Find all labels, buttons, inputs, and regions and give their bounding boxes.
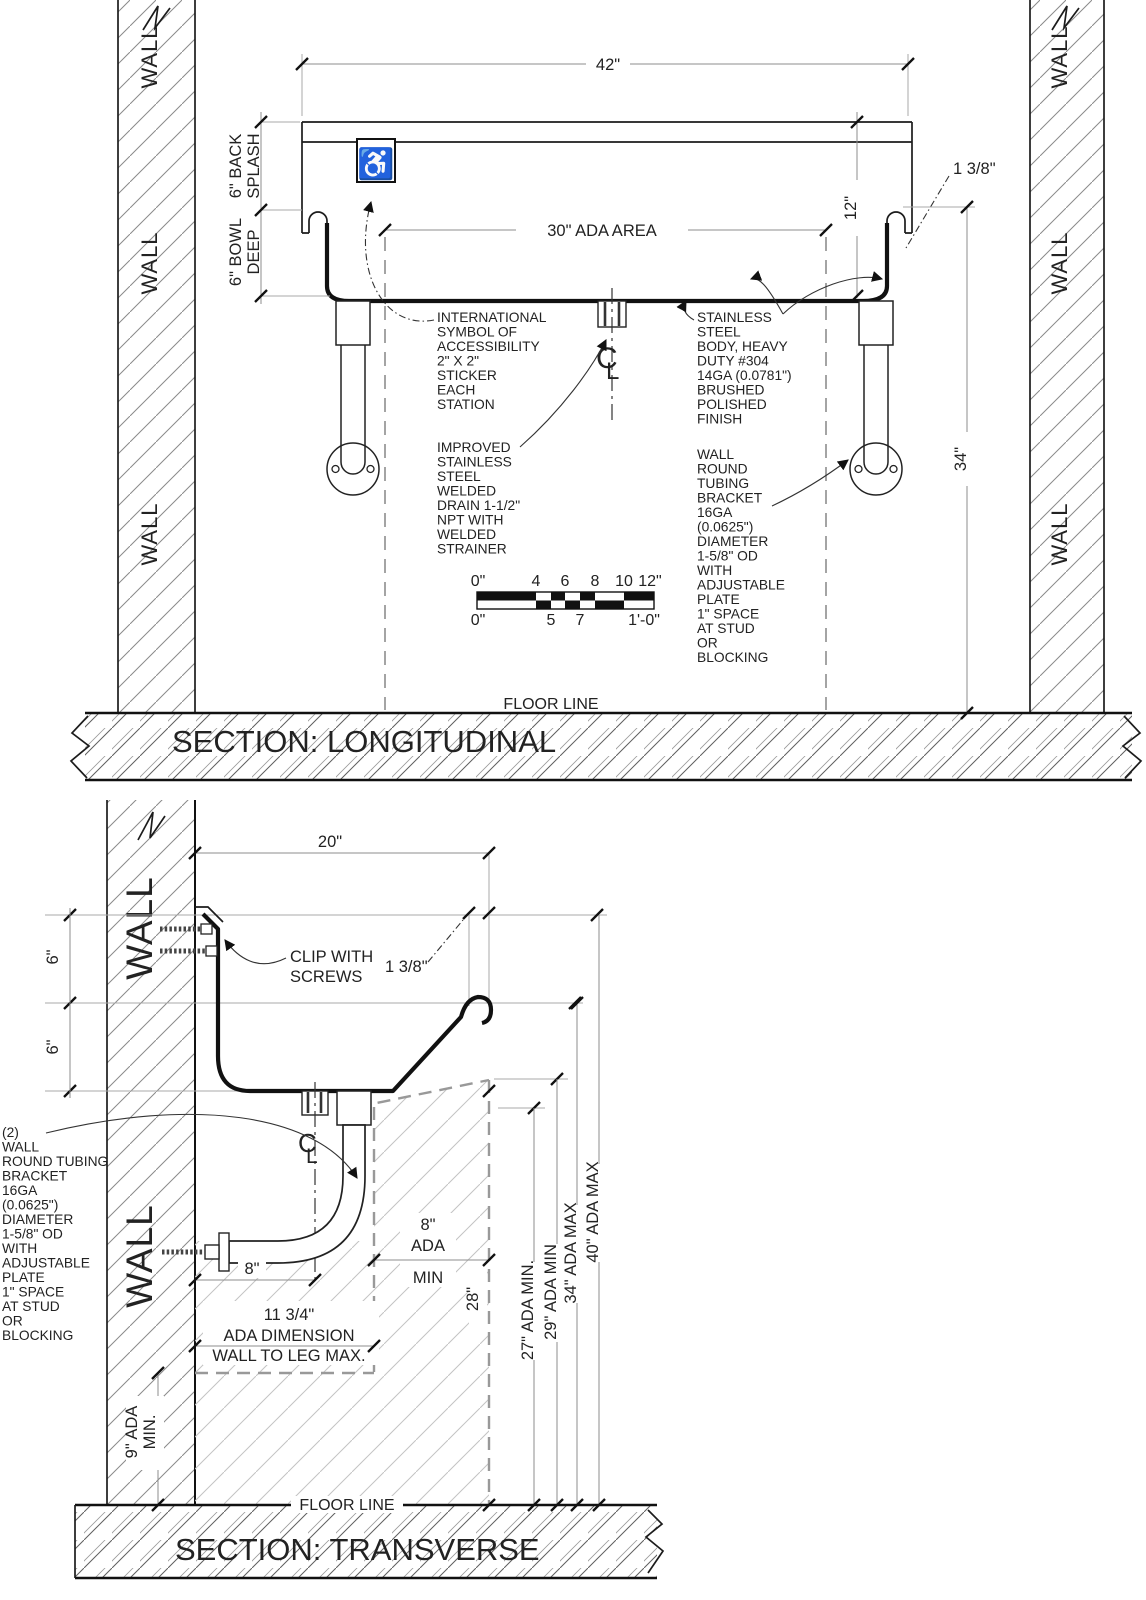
section-title-longitudinal: SECTION: LONGITUDINAL <box>172 724 556 759</box>
clip-screws <box>160 923 218 957</box>
floor-line-label: FLOOR LINE <box>503 696 598 713</box>
longitudinal-section: WALL WALL WALL WALL WALL WALL FLOOR LINE… <box>69 0 1143 782</box>
trans-floor: FLOOR LINE SECTION: TRANSVERSE <box>74 1496 665 1580</box>
wall-break-icon <box>137 811 166 841</box>
dim-42: 42" <box>596 56 620 74</box>
section-title-transverse: SECTION: TRANSVERSE <box>175 1532 540 1567</box>
wall-break-icon <box>1051 5 1080 32</box>
svg-text:L: L <box>306 1145 318 1168</box>
centerline-symbol: C L <box>298 1128 318 1168</box>
dim-bowl-deep: 6" BOWL <box>227 218 245 286</box>
dim-40-ada-max: 40" ADA MAX <box>584 1161 602 1262</box>
long-wall-left: WALL WALL WALL <box>117 0 196 713</box>
dim-1-3-8: 1 3/8" <box>953 160 996 178</box>
scale-tick: 12" <box>638 573 661 590</box>
long-legs <box>326 300 903 496</box>
dim-splash-6: 6" <box>44 949 62 964</box>
note-clip: CLIP WITH <box>290 948 373 966</box>
dim-back-splash: 6" BACK <box>227 134 245 199</box>
floor-break-icon <box>69 715 91 779</box>
ada-area-extents <box>384 237 827 710</box>
dim-bowl-6: 6" <box>44 1039 62 1054</box>
scale-tick: 6 <box>561 573 570 590</box>
scale-tick: 5 <box>547 612 556 629</box>
scale-tick: 0" <box>471 573 486 590</box>
dim-28: 28" <box>464 1287 482 1311</box>
wall-label: WALL <box>1047 502 1072 565</box>
wheelchair-icon: ♿ <box>357 146 394 181</box>
adjustable-plate <box>218 1232 230 1272</box>
dim-11-3-4: 11 3/4" <box>264 1306 315 1324</box>
ada-clear-zone <box>195 1078 491 1505</box>
dim-1-3-8-t: 1 3/8" <box>385 958 428 976</box>
dim-9-ada-min: MIN. <box>141 1415 159 1450</box>
dim-8-ada-min: 8" <box>420 1216 435 1234</box>
transverse-section: WALL WALL <box>2 800 665 1580</box>
wall-label: WALL <box>1047 231 1072 294</box>
dim-27-ada-min: 27" ADA MIN. <box>519 1260 537 1360</box>
wall-label: WALL <box>137 25 162 88</box>
scale-bar: 0" 4 6 8 10 12" 0" 5 7 1'-0" <box>471 573 662 629</box>
trans-reference-lines <box>45 853 607 1109</box>
centerline-symbol: C L <box>596 342 619 385</box>
dim-34: 34" <box>952 447 970 471</box>
dim-20: 20" <box>318 833 342 851</box>
bolt-head <box>204 1244 220 1260</box>
long-sink: C L ♿ <box>301 121 913 420</box>
floor-line-label: FLOOR LINE <box>299 1497 394 1514</box>
dim-11-3-4: ADA DIMENSION <box>223 1327 354 1345</box>
leg-right <box>849 300 903 496</box>
wall-label: WALL <box>137 502 162 565</box>
note-clip: SCREWS <box>290 968 362 986</box>
dim-30-ada-area: 30" ADA AREA <box>547 222 657 240</box>
dim-29-ada-min: 29" ADA MIN <box>542 1244 560 1340</box>
svg-text:L: L <box>606 358 619 385</box>
trans-sink: C L <box>160 906 494 1285</box>
trans-leg <box>162 1090 372 1272</box>
dim-11-3-4: WALL TO LEG MAX. <box>212 1347 365 1365</box>
long-dimensions: 42" 30" ADA AREA 12" 1 3/8" 34" <box>227 54 996 720</box>
dim-8-wall-to-drain: 8" <box>244 1260 259 1278</box>
dim-8-ada-min: MIN <box>413 1269 443 1287</box>
wall-break-icon <box>142 5 171 32</box>
sink-bowl-profile <box>201 912 494 1094</box>
leg-left <box>326 300 380 496</box>
scale-tick: 0" <box>471 612 486 629</box>
scale-tick: 10 <box>615 573 633 590</box>
wall-label: WALL <box>137 231 162 294</box>
scale-tick: 4 <box>532 573 541 590</box>
floor-break-icon <box>644 1509 665 1574</box>
dim-34-ada-max: 34" ADA MAX <box>562 1202 580 1303</box>
floor-break-icon <box>1121 715 1143 779</box>
dim-bowl-deep: DEEP <box>245 230 263 275</box>
isa-sticker: ♿ <box>356 138 396 183</box>
long-floor: FLOOR LINE SECTION: LONGITUDINAL <box>69 696 1143 782</box>
scale-tick: 8 <box>591 573 600 590</box>
trans-wall: WALL WALL <box>106 800 196 1505</box>
dim-9-ada-min: 9" ADA <box>123 1406 141 1459</box>
long-wall-right: WALL WALL WALL <box>1029 0 1105 713</box>
dim-12: 12" <box>842 196 860 220</box>
scale-tick: 1'-0" <box>628 612 660 629</box>
dim-8-ada-min: ADA <box>411 1237 445 1255</box>
wall-label: WALL <box>119 1204 160 1307</box>
wall-label: WALL <box>1047 25 1072 88</box>
svg-text:C: C <box>298 1128 317 1158</box>
dim-back-splash: SPLASH <box>245 133 263 198</box>
tubing-bracket <box>228 1124 366 1264</box>
wall-label: WALL <box>119 876 160 979</box>
scale-tick: 7 <box>576 612 585 629</box>
